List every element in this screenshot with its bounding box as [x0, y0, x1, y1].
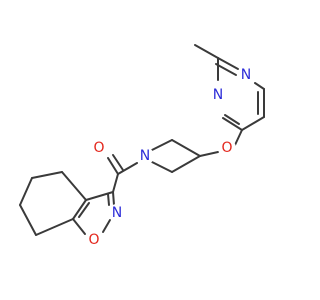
pyrimidine-double-bond — [215, 63, 237, 76]
cyclohexene-bond — [35, 218, 74, 236]
isoxazole-oxygen: O — [85, 231, 103, 249]
pyrimidine-bond — [222, 117, 243, 131]
pyrimidine-bond — [254, 82, 265, 90]
amide-bond — [117, 162, 138, 175]
carbonyl-bond — [112, 154, 124, 171]
piperidine-nitrogen-label: N — [140, 148, 150, 164]
piperidine-bond — [171, 139, 201, 157]
piperidine-bond — [151, 139, 173, 151]
bonds — [19, 44, 265, 236]
ether-bond — [234, 129, 243, 146]
pyrimidine-nitrogen-2: N — [209, 86, 227, 104]
pyrimidine-bond — [241, 116, 265, 131]
carbonyl-isoxazole-bond — [112, 173, 119, 193]
isoxazole-bond — [102, 219, 111, 233]
carbonyl-oxygen-label: O — [93, 140, 104, 156]
carbonyl-oxygen: O — [90, 139, 108, 157]
piperidine-bond — [151, 161, 173, 173]
ether-oxygen: O — [218, 139, 236, 157]
pyrimidine-bond — [217, 57, 239, 70]
pyrimidine-nitrogen-1: N — [237, 66, 255, 84]
isoxazole-double-bond — [107, 193, 110, 206]
piperidine-bond — [171, 155, 201, 173]
piperidine-nitrogen: N — [136, 147, 154, 165]
carbonyl-bond — [107, 157, 119, 175]
pyrimidine-double-bond — [224, 114, 240, 125]
isoxazole-double-bond — [78, 202, 90, 218]
isoxazole-nitrogen: N — [108, 204, 126, 222]
pyrimidine-nitrogen-label: N — [213, 87, 223, 103]
ether-oxygen-label: O — [221, 140, 232, 156]
pyrimidine-nitrogen-label: N — [241, 67, 251, 83]
cyclohexene-bond — [31, 171, 63, 179]
molecule-structure: N N O O N N O — [19, 44, 265, 249]
ether-bond — [199, 151, 219, 157]
cyclohexene-bond — [19, 177, 33, 206]
isoxazole-bond — [85, 191, 114, 201]
cyclohexene-bond — [19, 204, 37, 236]
cyclohexene-bond — [61, 171, 87, 201]
isoxazole-bond — [112, 191, 115, 206]
isoxazole-nitrogen-label: N — [112, 205, 122, 221]
isoxazole-bond — [72, 199, 87, 220]
isoxazole-bond — [72, 218, 86, 235]
atom-labels: N N O O N N O — [85, 66, 255, 249]
methyl-bond — [194, 44, 219, 59]
isoxazole-oxygen-label: O — [88, 232, 99, 248]
